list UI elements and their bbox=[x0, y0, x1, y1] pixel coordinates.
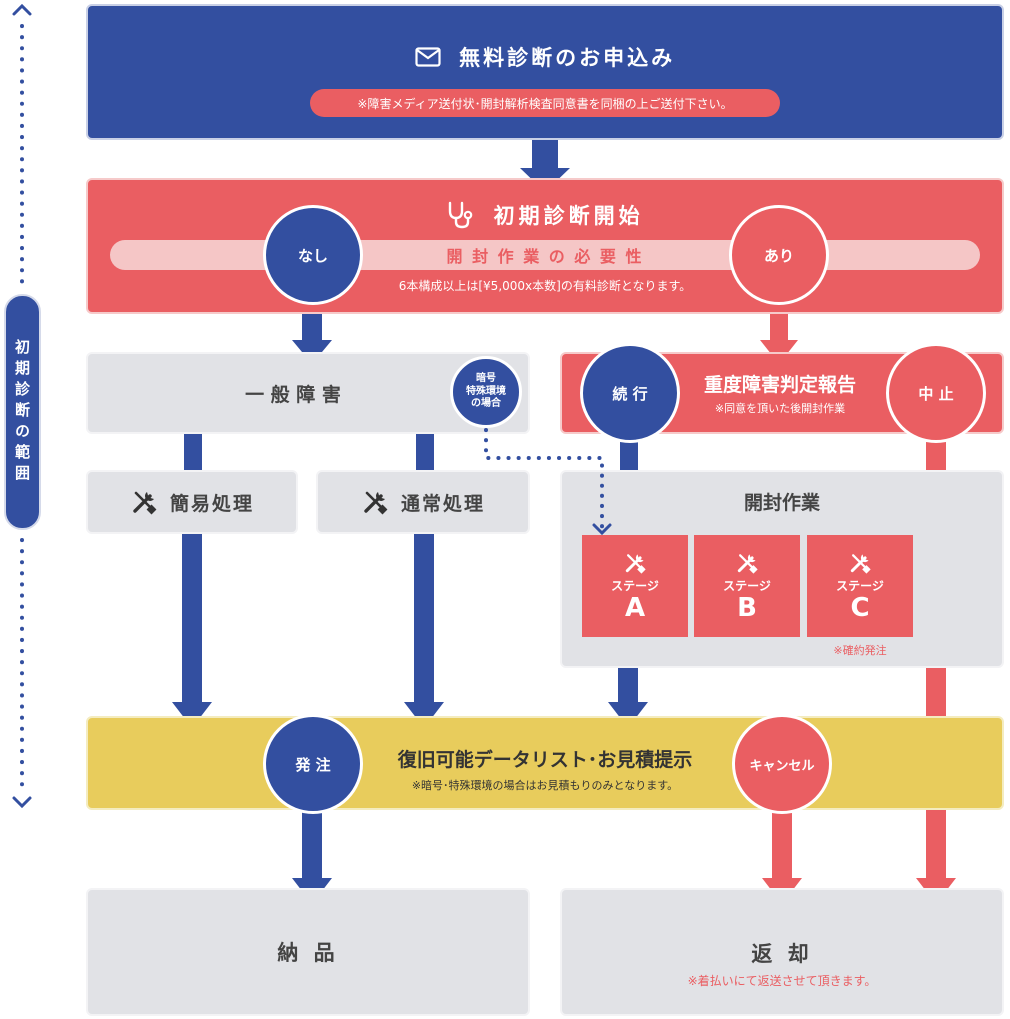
arrow-apply-shaft bbox=[532, 138, 558, 170]
envelope-icon bbox=[415, 47, 441, 67]
stethoscope-icon bbox=[449, 201, 473, 229]
sidebar-range-line bbox=[12, 3, 32, 809]
arrow-normal-shaft bbox=[414, 533, 434, 705]
simple-label: 簡易処理 bbox=[169, 492, 254, 515]
opening-note: ※確約発注 bbox=[833, 644, 887, 657]
chevron-up-icon bbox=[12, 3, 32, 16]
initial-title: 初期診断開始 bbox=[493, 204, 644, 228]
arrow-cancel-shaft bbox=[772, 808, 792, 880]
apply-title: 無料診断のお申込み bbox=[459, 46, 676, 70]
return-note: ※着払いにて返送させて頂きます。 bbox=[687, 974, 877, 988]
arrow-order-shaft bbox=[302, 808, 322, 880]
wrench-screwdriver-icon bbox=[850, 553, 871, 574]
simple-box: 簡易処理 bbox=[86, 470, 298, 534]
encrypted-line-1: 暗号 bbox=[476, 373, 496, 385]
arrow-opening-shaft bbox=[618, 666, 638, 706]
general-box: 一 般 障 害 bbox=[86, 352, 530, 434]
initial-title-row: 初期診断開始 bbox=[86, 200, 1004, 230]
badge-order-label: 発 注 bbox=[295, 755, 331, 774]
delivery-box: 納 品 bbox=[86, 888, 530, 1016]
badge-yes-label: あり bbox=[763, 246, 794, 265]
badge-continue-label: 続 行 bbox=[612, 384, 648, 403]
chevron-down-icon bbox=[12, 796, 32, 809]
initial-band: 開 封 作 業 の 必 要 性 bbox=[110, 240, 980, 270]
apply-note: ※障害メディア送付状･開封解析検査同意書を同梱の上ご送付下さい。 bbox=[357, 96, 733, 111]
badge-order: 発 注 bbox=[263, 714, 363, 814]
stage-b: ステージ B bbox=[694, 535, 800, 637]
result-note: ※暗号･特殊環境の場合はお見積もりのみとなります。 bbox=[411, 779, 679, 792]
encrypted-line-3: の場合 bbox=[471, 398, 501, 410]
arrow-opening-head bbox=[608, 702, 648, 728]
stage-b-label: ステージ bbox=[723, 578, 771, 593]
apply-note-pill: ※障害メディア送付状･開封解析検査同意書を同梱の上ご送付下さい。 bbox=[310, 89, 780, 117]
result-title: 復旧可能データリスト･お見積提示 bbox=[397, 749, 693, 771]
badge-none: なし bbox=[263, 205, 363, 305]
severe-note: ※同意を頂いた後開封作業 bbox=[714, 402, 846, 415]
badge-stop-label: 中 止 bbox=[918, 384, 954, 403]
stage-c: ステージ C bbox=[807, 535, 913, 637]
arrow-simple-shaft bbox=[182, 533, 202, 705]
stage-a-letter: A bbox=[624, 592, 646, 623]
delivery-title: 納 品 bbox=[277, 941, 339, 965]
initial-band-label: 開 封 作 業 の 必 要 性 bbox=[446, 247, 644, 266]
arrow-normal-head bbox=[404, 702, 444, 728]
wrench-screwdriver-icon bbox=[625, 553, 646, 574]
result-box bbox=[86, 716, 1004, 810]
arrow-simple-head bbox=[172, 702, 212, 728]
opening-title: 開封作業 bbox=[743, 492, 820, 514]
stage-c-label: ステージ bbox=[836, 578, 884, 593]
stage-a-label: ステージ bbox=[611, 578, 659, 593]
stage-b-letter: B bbox=[737, 592, 757, 623]
badge-cancel: キャンセル bbox=[732, 714, 832, 814]
severe-title: 重度障害判定報告 bbox=[703, 374, 856, 396]
badge-cancel-label: キャンセル bbox=[749, 758, 815, 774]
normal-label: 通常処理 bbox=[400, 492, 485, 515]
wrench-screwdriver-icon bbox=[364, 491, 388, 515]
arrow-yes-shaft bbox=[770, 306, 788, 342]
wrench-screwdriver-icon bbox=[737, 553, 758, 574]
sidebar-range-label: 初期診断の範囲 bbox=[13, 338, 31, 486]
apply-box bbox=[86, 4, 1004, 140]
arrow-none-shaft bbox=[302, 306, 322, 342]
sidebar-range-badge: 初期診断の範囲 bbox=[4, 294, 41, 530]
arrow-general-normal bbox=[416, 432, 434, 472]
return-title: 返 却 bbox=[751, 942, 813, 966]
apply-title-row: 無料診断のお申込み bbox=[86, 42, 1004, 72]
badge-none-label: なし bbox=[297, 246, 328, 265]
arrow-general-simple bbox=[184, 432, 202, 472]
badge-encrypted: 暗号 特殊環境 の場合 bbox=[450, 356, 522, 428]
wrench-screwdriver-icon bbox=[133, 491, 157, 515]
general-title: 一 般 障 害 bbox=[245, 383, 341, 406]
stage-c-letter: C bbox=[850, 592, 870, 623]
return-box bbox=[560, 888, 1004, 1016]
normal-box: 通常処理 bbox=[316, 470, 530, 534]
initial-note: 6本構成以上は[¥5,000x本数]の有料診断となります。 bbox=[398, 279, 692, 293]
chevron-down-icon bbox=[592, 523, 612, 536]
badge-stop: 中 止 bbox=[886, 343, 986, 443]
badge-continue: 続 行 bbox=[580, 343, 680, 443]
encrypted-line-2: 特殊環境 bbox=[466, 385, 506, 397]
badge-yes: あり bbox=[729, 205, 829, 305]
stage-a: ステージ A bbox=[582, 535, 688, 637]
